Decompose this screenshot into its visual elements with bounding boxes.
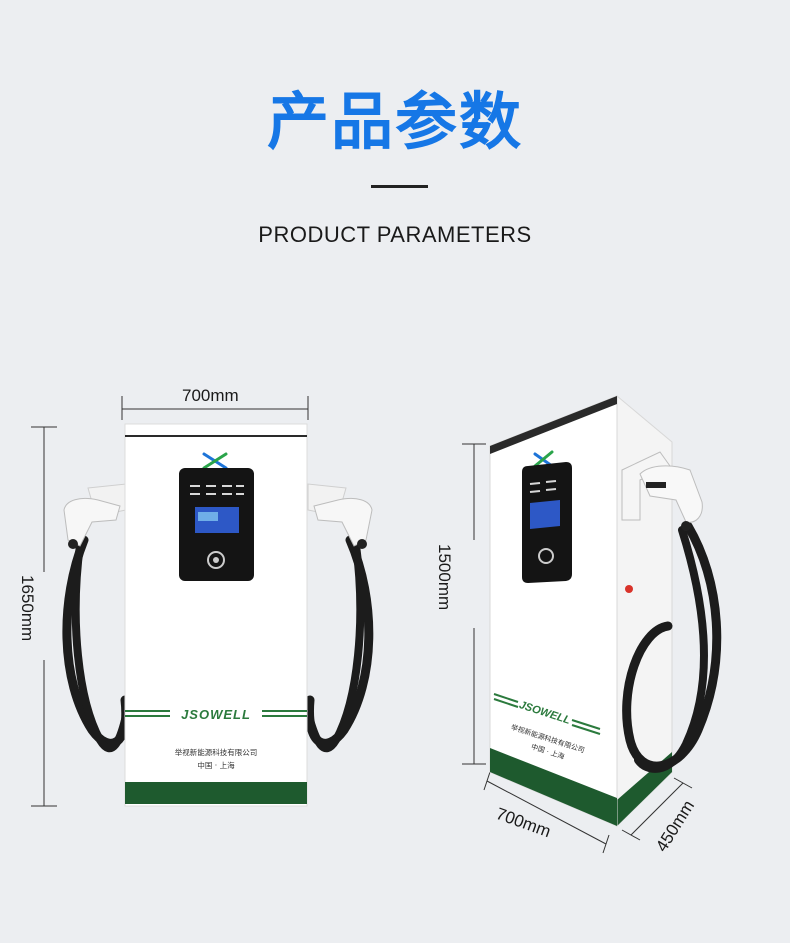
side-brand-stripes [493, 693, 601, 735]
front-right-gun [307, 483, 373, 549]
front-right-cable [304, 535, 374, 753]
side-nfc-icon [538, 548, 554, 564]
front-brand-stripes [125, 710, 307, 717]
front-company-name: 举视新能源科技有限公司 [175, 747, 258, 757]
side-screen [530, 500, 560, 529]
front-indicator-lights [190, 485, 244, 495]
front-brand-logo: JSOWELL [181, 707, 251, 722]
side-height-label: 1500mm [435, 544, 454, 611]
side-cable [622, 521, 722, 773]
page-title-en: PRODUCT PARAMETERS [258, 222, 532, 247]
side-depth-dimension-line [621, 777, 693, 841]
side-gun [621, 451, 703, 531]
title-divider [371, 185, 428, 188]
front-height-label: 1650mm [18, 575, 37, 642]
side-indicator-lights [529, 480, 557, 493]
front-width-dimension-line [121, 396, 309, 420]
front-logo-icon [202, 452, 228, 470]
front-left-cable [62, 535, 131, 753]
front-nfc-icon [207, 551, 225, 569]
side-base-stripe [490, 748, 617, 826]
front-base-stripe [125, 782, 307, 804]
side-width-dimension-line [483, 771, 610, 854]
front-left-gun [63, 483, 127, 549]
front-height-dimension-line [31, 426, 57, 807]
page-title-cn: 产品参数 [266, 85, 523, 158]
side-emergency-button [625, 585, 633, 593]
front-location: 中国 · 上海 [197, 760, 235, 770]
front-width-label: 700mm [182, 386, 239, 405]
side-height-dimension-line [462, 443, 486, 765]
